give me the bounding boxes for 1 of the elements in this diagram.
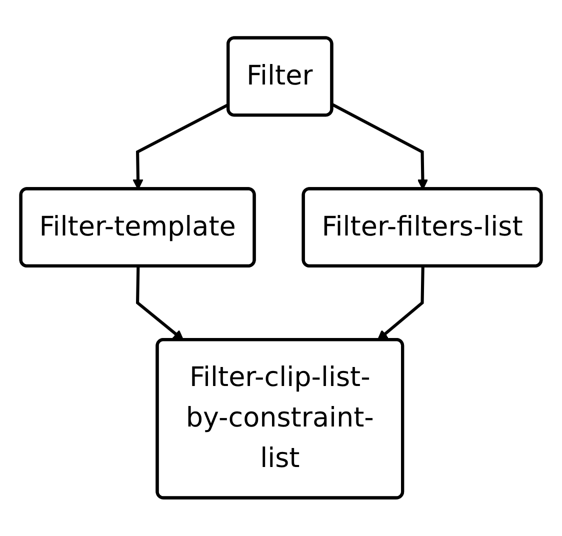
flowchart: Filter Filter-template Filter-filters-list Filter-clip-list-by-constraint-list	[11, 28, 551, 508]
